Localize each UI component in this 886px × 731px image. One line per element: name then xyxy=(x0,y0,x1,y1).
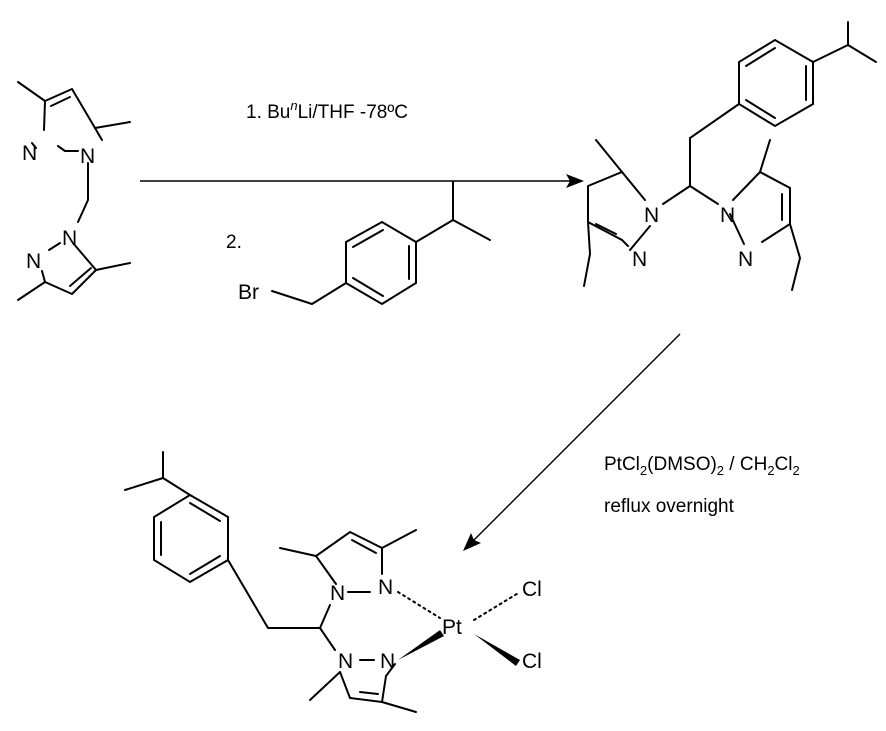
atom-br: Br xyxy=(238,281,259,304)
atom-n-upper-1: N xyxy=(22,142,37,165)
ligand-product: N N N N xyxy=(583,21,877,291)
reagent-benzyl-bromide: 2. Br xyxy=(226,181,491,306)
atom-n-lower-1: N xyxy=(62,227,77,250)
atom-n-ligand-1: N xyxy=(644,204,659,227)
atom-n-complex-1: N xyxy=(330,582,345,605)
atom-n-ligand-4: N xyxy=(738,248,753,271)
platinum-complex: N N N N Pt Cl Cl xyxy=(124,451,542,713)
reaction-arrow-2 xyxy=(463,333,681,551)
atom-n-lower-2: N xyxy=(26,250,41,273)
atom-n-ligand-3: N xyxy=(720,204,735,227)
atom-n-complex-2: N xyxy=(378,576,393,599)
step2-label: 2. xyxy=(226,232,242,253)
atom-cl-lower: Cl xyxy=(522,650,542,673)
step1-condition: 1. BunLi/THF -78ºC xyxy=(246,98,408,123)
atom-cl-upper: Cl xyxy=(522,578,542,601)
atom-n-complex-3: N xyxy=(338,650,353,673)
atom-n-upper-2: N xyxy=(80,145,95,168)
atom-n-ligand-2: N xyxy=(632,248,647,271)
pt-conditions-line: reflux overnight xyxy=(604,496,735,517)
starting-material: N N N N xyxy=(17,81,131,301)
atom-pt: Pt xyxy=(442,616,462,639)
atom-n-complex-4: N xyxy=(380,650,395,673)
pt-reagent-line: PtCl2(DMSO)2 / CH2Cl2 xyxy=(604,454,800,478)
reaction-arrow-1 xyxy=(140,174,584,188)
platination-condition: PtCl2(DMSO)2 / CH2Cl2 reflux overnight xyxy=(604,454,800,517)
